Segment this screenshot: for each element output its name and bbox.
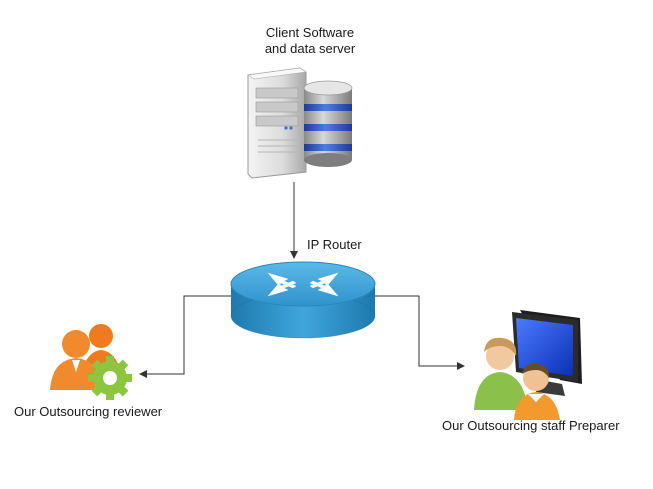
router-label: IP Router — [307, 237, 362, 252]
reviewer-label: Our Outsourcing reviewer — [14, 404, 162, 420]
preparer-label-main: Outsourcing staff Preparer — [467, 418, 620, 433]
reviewer-label-prefix: Our — [14, 404, 36, 419]
preparer-label-prefix: Our — [442, 418, 464, 433]
server-label-line1: Client Software — [265, 25, 355, 40]
reviewer-group-gear-icon — [50, 324, 132, 400]
preparer-label: Our Outsourcing staff Preparer — [442, 418, 620, 434]
server-label: Client Software and data server — [230, 25, 390, 57]
connection-lines — [139, 182, 465, 378]
preparer-users-monitor-icon — [474, 310, 582, 420]
server-database-icon — [247, 67, 353, 179]
reviewer-label-main: Outsourcing reviewer — [39, 404, 163, 419]
router-icon — [230, 261, 376, 339]
router-to-preparer-line — [375, 295, 465, 370]
server-label-line2: and data server — [264, 41, 356, 56]
router-to-reviewer-line — [139, 295, 231, 378]
